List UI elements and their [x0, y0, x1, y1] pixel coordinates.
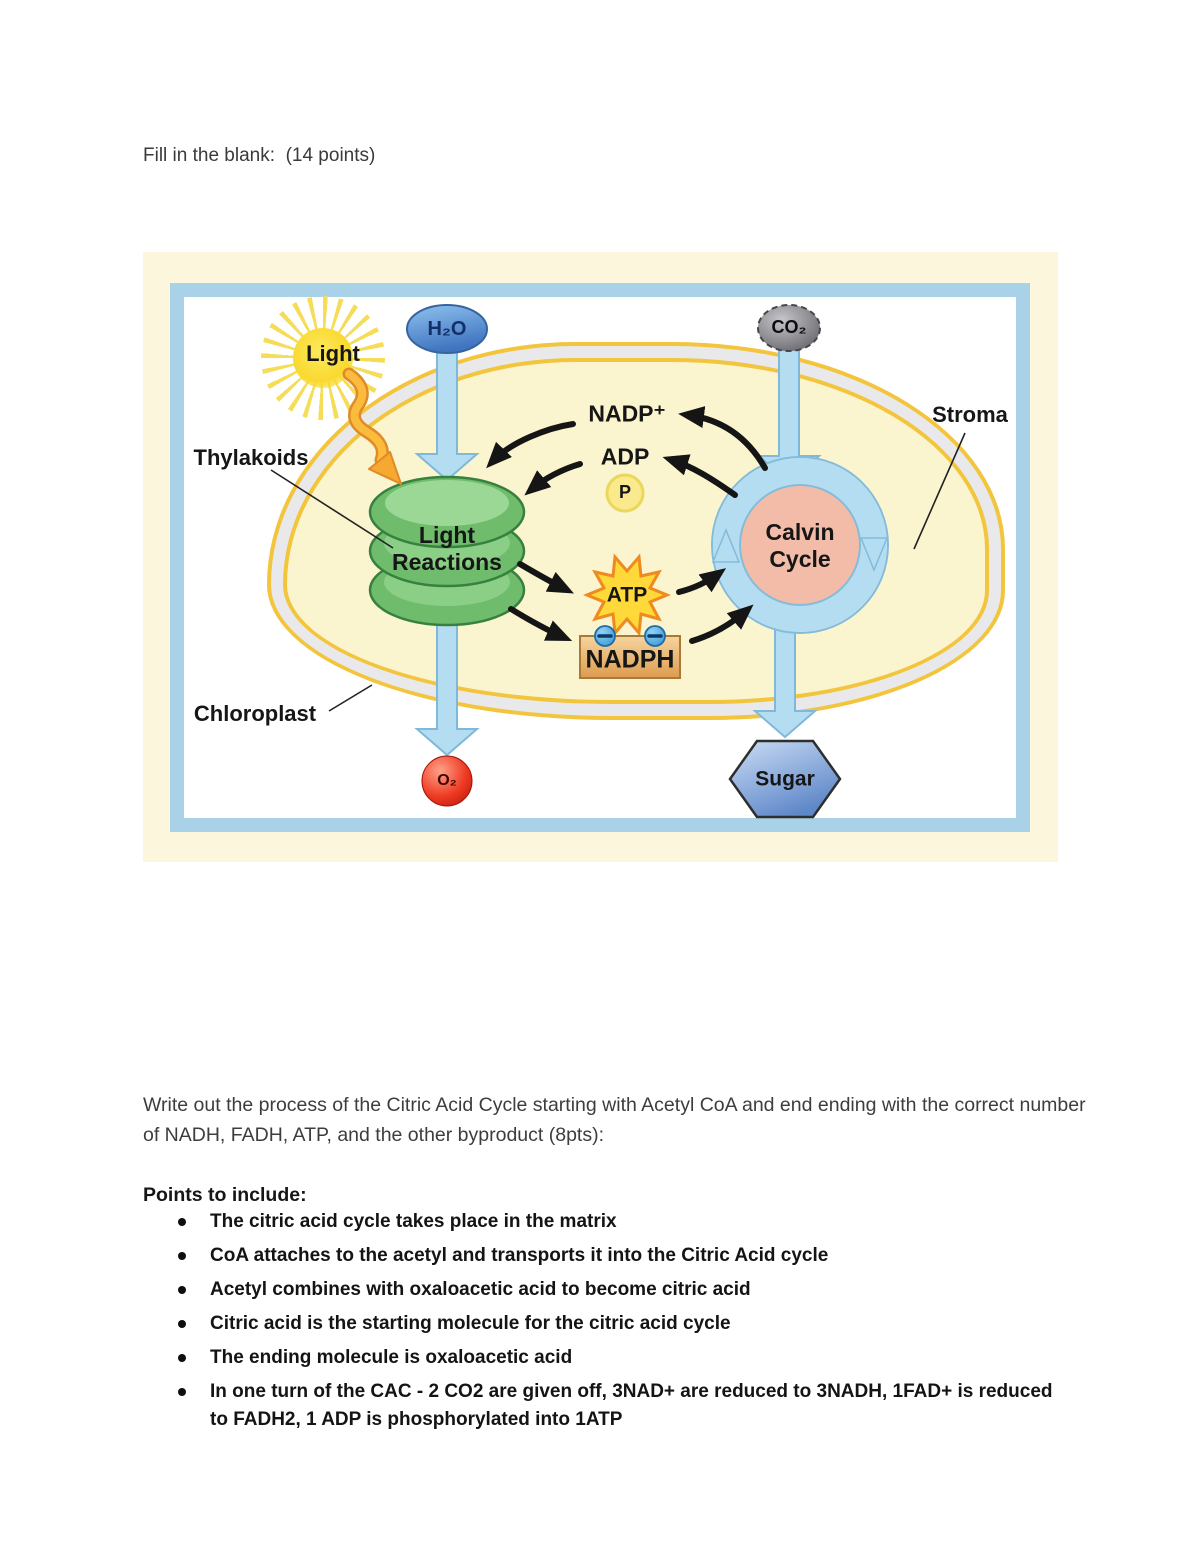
bullet-icon: [178, 1320, 186, 1328]
o2-sphere: [421, 755, 473, 807]
list-item: CoA attaches to the acetyl and transport…: [178, 1242, 1098, 1270]
phosphate-label: P: [618, 482, 632, 503]
minus-circle-icons: [594, 625, 666, 647]
co2-oval: [757, 304, 821, 352]
nadph-label: NADPH: [585, 645, 675, 674]
light-reactions-label: Light Reactions: [392, 522, 502, 576]
co2-label: CO₂: [771, 317, 807, 338]
light-label: Light: [306, 340, 360, 366]
chloroplast-label: Chloroplast: [193, 700, 317, 726]
calvin-cycle-line2: Cycle: [769, 546, 831, 572]
diagram-canvas: [270, 304, 966, 819]
phosphate-circle: [605, 473, 645, 513]
calvin-cycle-ring: [711, 456, 889, 634]
calvin-to-sugar-arrow: [752, 625, 818, 739]
o2-label: O₂: [437, 772, 457, 790]
light-reactions-stack: [368, 475, 526, 627]
bullet-text: The ending molecule is oxaloacetic acid: [210, 1347, 573, 1368]
light-reactions-line2: Reactions: [392, 549, 502, 575]
metabolite-arrows: [486, 406, 768, 644]
list-item: The citric acid cycle takes place in the…: [178, 1208, 1098, 1236]
h2o-down-arrow: [414, 351, 480, 482]
light-reactions-line1: Light: [418, 522, 476, 548]
thylakoids-label: Thylakoids: [193, 444, 309, 470]
bullet-text: Citric acid is the starting molecule for…: [210, 1313, 731, 1334]
atp-starburst: [583, 553, 671, 637]
photosynthesis-diagram: Light H₂O CO₂ Thylakoids Stroma Chloropl…: [143, 252, 1058, 862]
points-heading: Points to include:: [143, 1184, 307, 1206]
bullet-icon: [178, 1218, 186, 1226]
bullet-text: The citric acid cycle takes place in the…: [210, 1211, 617, 1232]
list-item: The ending molecule is oxaloacetic acid: [178, 1344, 1098, 1372]
page-title: Fill in the blank: (14 points): [143, 145, 376, 166]
bullet-icon: [178, 1252, 186, 1260]
points-list: The citric acid cycle takes place in the…: [178, 1208, 1098, 1440]
bullet-text: Acetyl combines with oxaloacetic acid to…: [210, 1279, 751, 1300]
bullet-text: In one turn of the CAC - 2 CO2 are given…: [210, 1381, 1053, 1430]
label-leader-lines: [270, 432, 966, 712]
bullet-icon: [178, 1354, 186, 1362]
question-text: Write out the process of the Citric Acid…: [143, 1094, 1086, 1146]
stroma-label: Stroma: [932, 401, 1008, 427]
calvin-cycle-circle: [739, 484, 861, 606]
calvin-cycle-line1: Calvin: [765, 519, 835, 545]
bullet-text: CoA attaches to the acetyl and transport…: [210, 1245, 829, 1266]
nadp-label: NADP⁺: [588, 400, 666, 427]
sun-core-icon: [293, 328, 353, 388]
bullet-icon: [178, 1388, 186, 1396]
list-item: Acetyl combines with oxaloacetic acid to…: [178, 1276, 1098, 1304]
light-energy-arrow: [342, 367, 402, 485]
atp-label: ATP: [606, 583, 648, 607]
sugar-label: Sugar: [755, 767, 815, 791]
sugar-hexagon: [728, 739, 842, 819]
list-item: In one turn of the CAC - 2 CO2 are given…: [178, 1378, 1098, 1434]
adp-label: ADP: [600, 443, 650, 470]
list-item: Citric acid is the starting molecule for…: [178, 1310, 1098, 1338]
h2o-oval: [406, 304, 488, 354]
h2o-label: H₂O: [427, 318, 467, 340]
bullet-icon: [178, 1286, 186, 1294]
calvin-cycle-label: Calvin Cycle: [765, 519, 834, 573]
